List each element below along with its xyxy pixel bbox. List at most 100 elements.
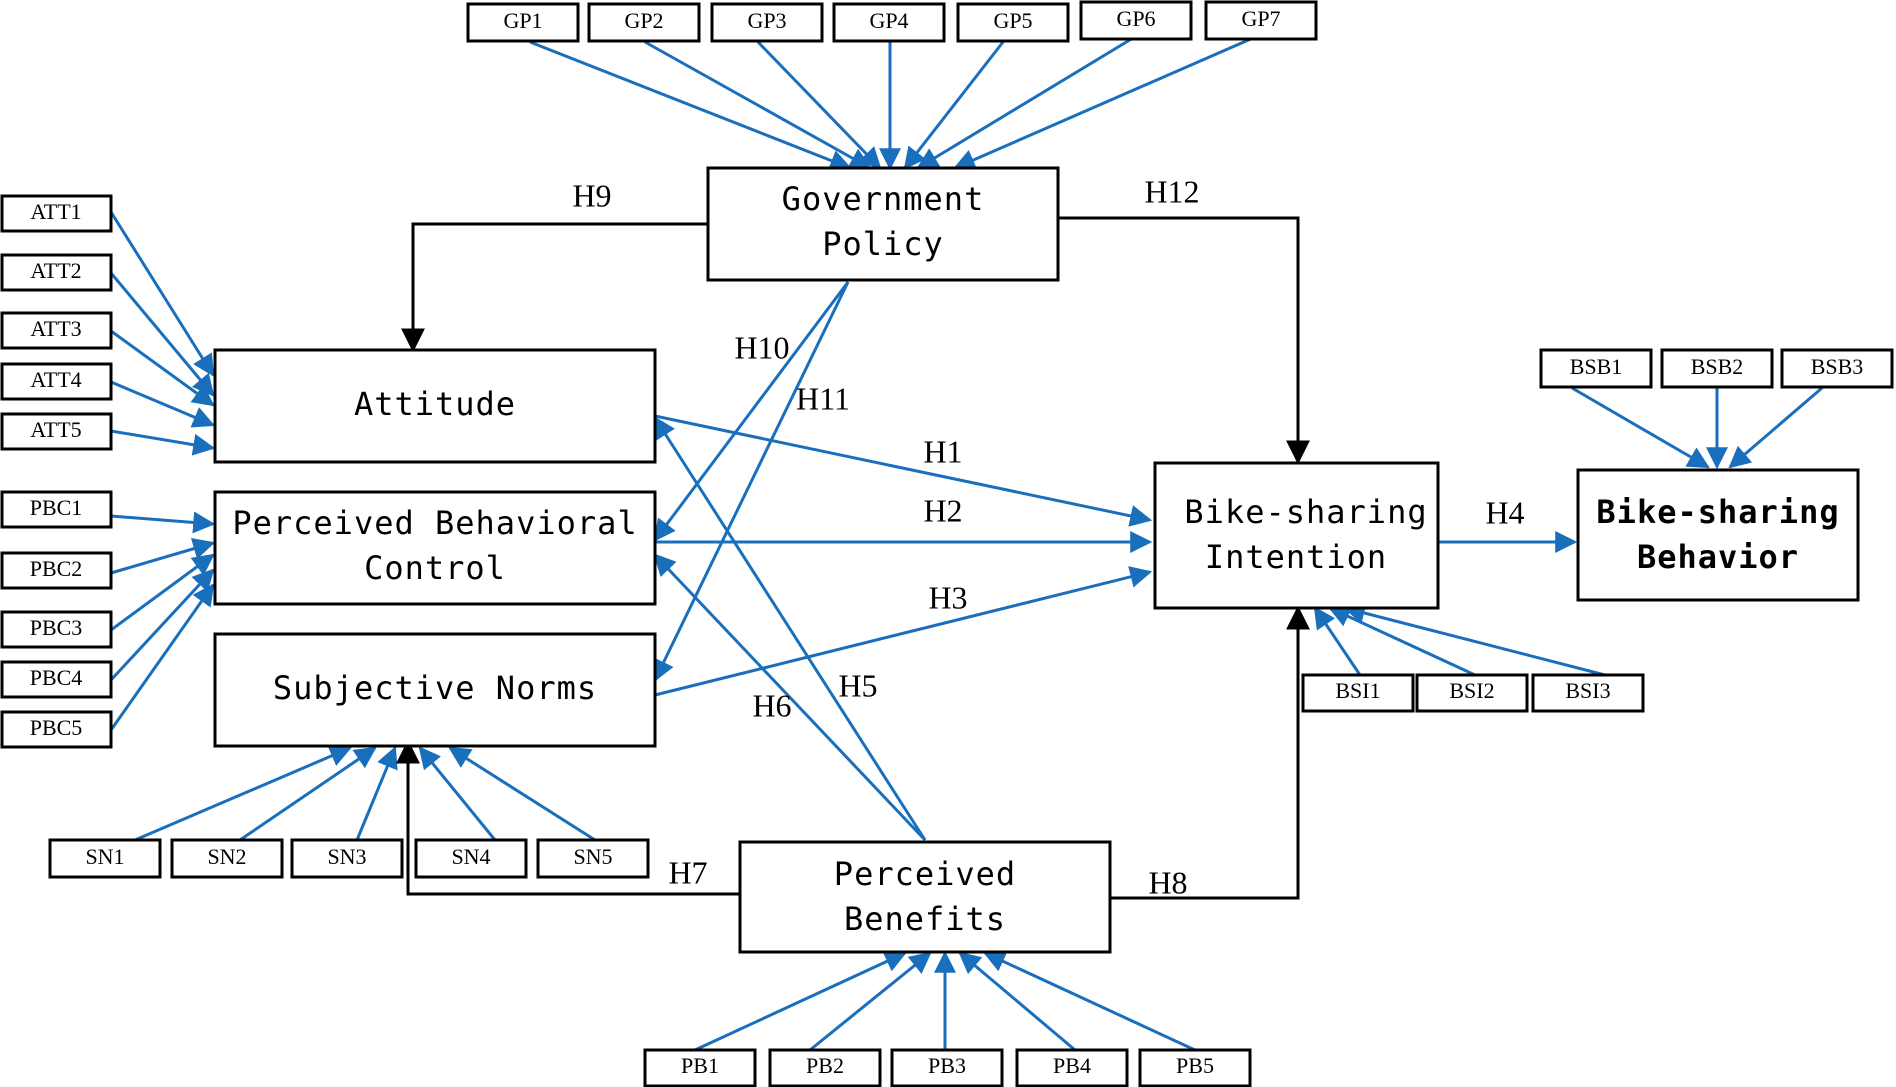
construct-label-line: Control — [364, 549, 506, 587]
h5-label: H5 — [838, 667, 877, 703]
indicator-label: ATT1 — [30, 199, 81, 224]
indicator-label: ATT3 — [30, 316, 81, 341]
h8-arrow — [1110, 605, 1310, 900]
construct-government-policy: Government Policy — [706, 166, 1060, 282]
construct-label-line: Government — [782, 180, 985, 218]
indicator-box: PB5 — [1138, 1048, 1252, 1087]
h11-label: H11 — [796, 380, 850, 416]
sn1-arrow — [134, 745, 353, 842]
construct-label-line: Policy — [822, 225, 944, 263]
indicator-box: PBC3 — [0, 610, 113, 649]
pbc2-arrow — [110, 538, 216, 575]
indicator-label: ATT5 — [30, 417, 81, 442]
indicators-pb: PB1 PB2 PB3 PB4 PB5 — [643, 1048, 1252, 1087]
construct-label-line: Bike-sharing — [1596, 493, 1839, 531]
pb1-arrow — [694, 951, 907, 1052]
indicator-box: BSI2 — [1415, 673, 1529, 713]
indicator-label: BSI2 — [1449, 678, 1494, 703]
construct-label-line: Benefits — [844, 900, 1006, 938]
indicators-att: ATT1 ATT2 ATT3 ATT4 ATT5 — [0, 194, 113, 451]
att4-arrow — [110, 380, 216, 428]
indicator-box: ATT1 — [0, 194, 113, 233]
indicator-label: SN5 — [573, 844, 612, 869]
indicator-label: ATT2 — [30, 258, 81, 283]
indicator-label: BSB1 — [1570, 354, 1623, 379]
sn4-arrow — [418, 746, 497, 841]
indicator-box: PBC1 — [0, 490, 113, 529]
gp5-arrow — [903, 41, 1005, 170]
indicator-box: BSI1 — [1301, 673, 1415, 713]
indicator-box: PB4 — [1015, 1048, 1129, 1087]
indicator-arrows — [109, 36, 1823, 1052]
indicator-label: PBC4 — [30, 665, 83, 690]
att3-arrow — [110, 329, 215, 407]
indicator-box: GP5 — [956, 2, 1070, 43]
indicator-box: SN2 — [170, 838, 284, 879]
construct-label-line: Subjective Norms — [273, 669, 597, 707]
indicator-box: SN4 — [414, 838, 528, 879]
indicator-label: PB4 — [1053, 1053, 1091, 1078]
indicator-label: PBC1 — [30, 495, 83, 520]
h8-label: H8 — [1148, 864, 1187, 900]
indicator-label: GP4 — [869, 8, 908, 33]
indicator-box: ATT3 — [0, 311, 113, 350]
indicators-sn: SN1 SN2 SN3 SN4 SN5 — [48, 838, 650, 879]
construct-label-line: Perceived — [834, 855, 1016, 893]
indicator-label: PB2 — [806, 1053, 844, 1078]
indicator-label: GP1 — [503, 8, 542, 33]
gp6-arrow — [916, 36, 1134, 170]
hypothesis-labels: H9 H12 H10 H11 H1 H2 H3 H4 H5 H6 H7 H8 — [572, 173, 1524, 900]
indicator-label: GP2 — [624, 8, 663, 33]
indicators-bsb: BSB1 BSB2 BSB3 — [1539, 348, 1894, 389]
pbc1-arrow — [110, 511, 216, 534]
bsi3-arrow — [1342, 602, 1606, 677]
indicator-box: PB1 — [643, 1048, 757, 1087]
h11-arrow — [653, 281, 850, 682]
h10-label: H10 — [734, 329, 789, 365]
h9-label: H9 — [572, 177, 611, 213]
indicator-label: PBC5 — [30, 715, 83, 740]
indicator-box: BSB1 — [1539, 348, 1653, 389]
indicators-bsi: BSI1 BSI2 BSI3 — [1301, 673, 1645, 713]
indicator-box: GP2 — [587, 2, 701, 43]
indicator-box: BSB2 — [1660, 348, 1774, 389]
construct-label-line: Attitude — [354, 385, 516, 423]
indicator-box: ATT4 — [0, 362, 113, 401]
indicator-box: SN5 — [536, 838, 650, 879]
indicator-label: BSB3 — [1811, 354, 1864, 379]
indicator-box: PBC2 — [0, 551, 113, 590]
indicators-gp: GP1 GP2 GP3 GP4 GP5 GP6 GP7 — [466, 0, 1318, 43]
h3-arrow — [654, 566, 1153, 697]
h4-label: H4 — [1485, 494, 1524, 530]
h6-label: H6 — [752, 687, 791, 723]
indicator-box: SN1 — [48, 838, 162, 879]
indicator-box: BSI3 — [1531, 673, 1645, 713]
indicator-label: GP6 — [1116, 6, 1155, 31]
indicator-label: PB3 — [928, 1053, 966, 1078]
indicator-box: ATT2 — [0, 253, 113, 292]
att5-arrow — [110, 429, 216, 456]
h10-arrow — [653, 281, 850, 542]
indicator-label: SN1 — [85, 844, 124, 869]
construct-perceived-behavioral-control: Perceived Behavioral Control — [213, 490, 657, 606]
sn5-arrow — [448, 746, 596, 842]
indicator-box: PBC4 — [0, 660, 113, 699]
indicators-pbc: PBC1 PBC2 PBC3 PBC4 PBC5 — [0, 490, 113, 749]
indicator-box: PB3 — [890, 1048, 1004, 1087]
sn3-arrow — [355, 745, 398, 841]
gp7-arrow — [952, 36, 1254, 171]
indicator-label: PBC3 — [30, 615, 83, 640]
bsb1-arrow — [1571, 386, 1710, 469]
indicator-box: GP6 — [1079, 0, 1193, 41]
indicator-box: SN3 — [290, 838, 404, 879]
gp2-arrow — [644, 40, 872, 170]
indicator-label: BSI1 — [1335, 678, 1380, 703]
h9-arrow — [401, 222, 708, 353]
indicator-box: GP4 — [832, 2, 946, 43]
h5-arrow — [653, 416, 927, 841]
sn2-arrow — [239, 746, 377, 842]
indicator-label: PBC2 — [30, 556, 83, 581]
h7-label: H7 — [668, 854, 707, 890]
construct-label-line: Perceived Behavioral — [232, 504, 637, 542]
indicator-box: GP3 — [710, 2, 824, 43]
